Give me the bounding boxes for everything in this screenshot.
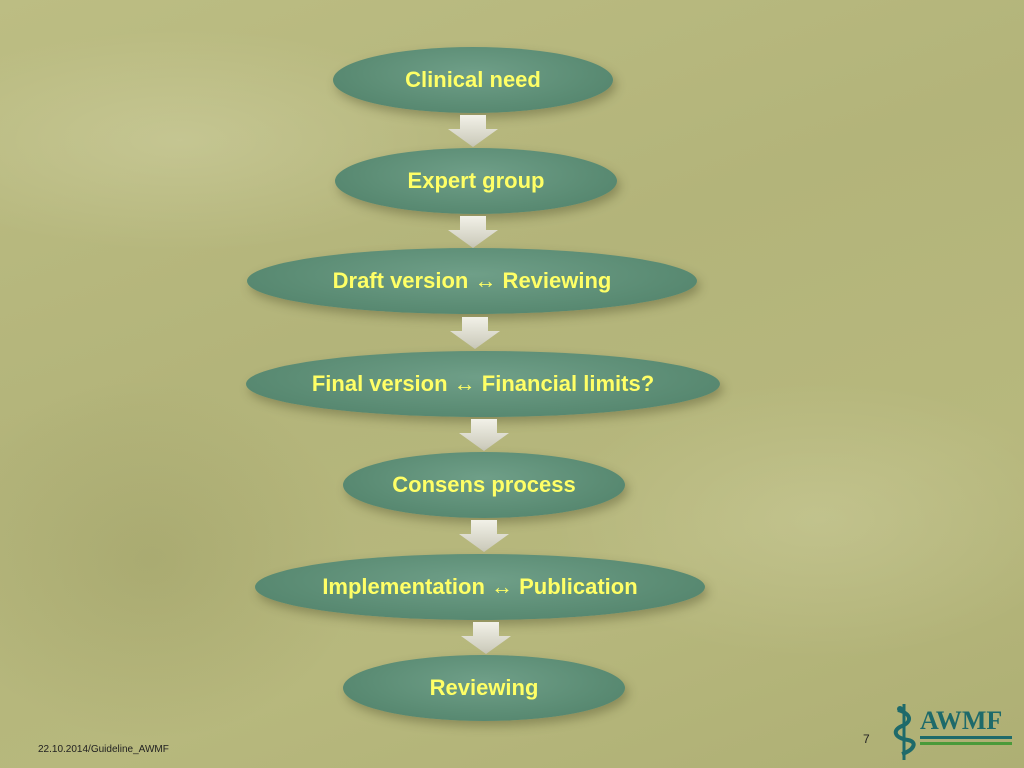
flow-step-final-version: Final version ↔ Financial limits? [246, 351, 720, 417]
page-number: 7 [863, 732, 870, 746]
flow-step-label: Draft version ↔ Reviewing [332, 268, 612, 293]
logo-text: AWMF [920, 706, 1003, 735]
down-arrow-icon [448, 115, 498, 147]
flow-step-clinical-need: Clinical need [333, 47, 613, 113]
flow-step-label: Expert group [407, 168, 545, 193]
awmf-logo-icon [893, 704, 1012, 760]
flow-step-label: Consens process [392, 472, 576, 497]
flow-step-consens-process: Consens process [343, 452, 625, 518]
flow-step-label: Final version ↔ Financial limits? [311, 371, 655, 396]
down-arrow-icon [459, 520, 509, 552]
flow-step-draft-version: Draft version ↔ Reviewing [247, 248, 697, 314]
footer-date: 22.10.2014/Guideline_AWMF [38, 744, 169, 755]
flow-step-label: Implementation ↔ Publication [322, 574, 638, 599]
flow-step-reviewing: Reviewing [343, 655, 625, 721]
flow-step-label: Reviewing [429, 675, 539, 700]
flow-step-expert-group: Expert group [335, 148, 617, 214]
down-arrow-icon [461, 622, 511, 654]
flow-step-implementation: Implementation ↔ Publication [255, 554, 705, 620]
flow-step-label: Clinical need [405, 67, 541, 92]
down-arrow-icon [459, 419, 509, 451]
down-arrow-icon [448, 216, 498, 248]
down-arrow-icon [450, 317, 500, 349]
